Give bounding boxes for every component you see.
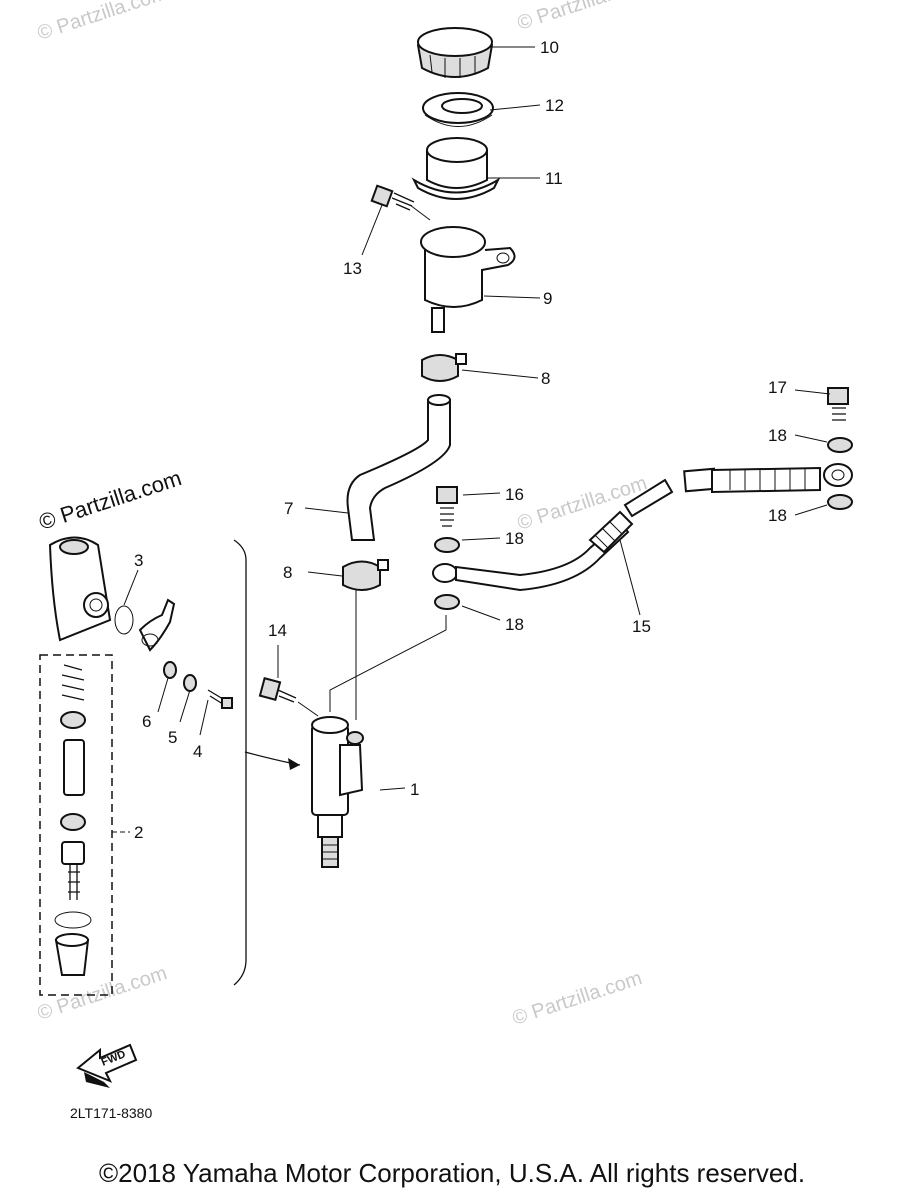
callout-label: 3 <box>134 551 143 570</box>
callout-label: 11 <box>545 169 563 188</box>
screw <box>207 689 233 709</box>
hose-clamp <box>342 559 389 591</box>
diaphragm-plate <box>422 92 494 127</box>
callout-label: 14 <box>268 621 287 640</box>
callout-label: 6 <box>142 712 151 731</box>
master-cylinder <box>311 716 364 868</box>
forward-arrow-icon: FWD <box>76 1043 138 1088</box>
callout-label: 2 <box>134 823 143 842</box>
arrow-head-icon <box>288 758 300 770</box>
callout-label: 18 <box>768 506 787 525</box>
piston-kit <box>54 664 92 976</box>
bolt <box>258 677 297 703</box>
hose-clamp <box>421 353 467 382</box>
washer <box>163 661 177 679</box>
callout-label: 12 <box>545 96 564 115</box>
copper-washer <box>827 437 853 453</box>
callout-label: 15 <box>632 617 651 636</box>
watermark: © Partzilla.com <box>510 967 645 1030</box>
diaphragm <box>411 137 501 200</box>
callout-label: 16 <box>505 485 524 504</box>
hose-joint <box>138 598 176 652</box>
callout-label: 18 <box>505 615 524 634</box>
piston-kit-outline <box>39 654 113 996</box>
reservoir-cap <box>416 27 494 78</box>
callout-label: 18 <box>768 426 787 445</box>
callout-label: 9 <box>543 289 552 308</box>
callout-label: 8 <box>283 563 292 582</box>
watermark: © Partzilla.com <box>515 0 650 35</box>
watermark: © Partzilla.com <box>35 962 170 1025</box>
drawing-code: 2LT171-8380 <box>70 1105 152 1121</box>
cylinder-body <box>48 536 112 642</box>
assembly-line <box>329 204 447 720</box>
callout-label: 4 <box>193 742 202 761</box>
reservoir-tank <box>420 226 516 333</box>
reservoir-hose <box>346 399 451 541</box>
o-ring <box>114 605 134 635</box>
callout-label: 1 <box>410 780 419 799</box>
callout-label: 17 <box>768 378 787 397</box>
nut <box>183 674 197 692</box>
callout-label: 8 <box>541 369 550 388</box>
union-bolt <box>436 486 458 527</box>
watermark: © Partzilla.com <box>35 0 170 45</box>
assembly-line <box>297 701 319 717</box>
brake-hose <box>432 463 853 592</box>
copper-washer <box>827 494 853 510</box>
callout-label: 5 <box>168 728 177 747</box>
group-bracket <box>233 539 247 986</box>
union-bolt <box>827 387 849 421</box>
callout-label: 13 <box>343 259 362 278</box>
watermark: © Partzilla.com <box>36 465 185 535</box>
copyright-text: ©2018 Yamaha Motor Corporation, U.S.A. A… <box>98 1158 806 1188</box>
leader-lines <box>123 46 831 791</box>
callout-label: 7 <box>284 499 293 518</box>
callout-label: 18 <box>505 529 524 548</box>
copper-washer <box>434 537 460 553</box>
callout-label: 10 <box>540 38 559 57</box>
copper-washer <box>434 594 460 610</box>
screw <box>370 184 415 211</box>
